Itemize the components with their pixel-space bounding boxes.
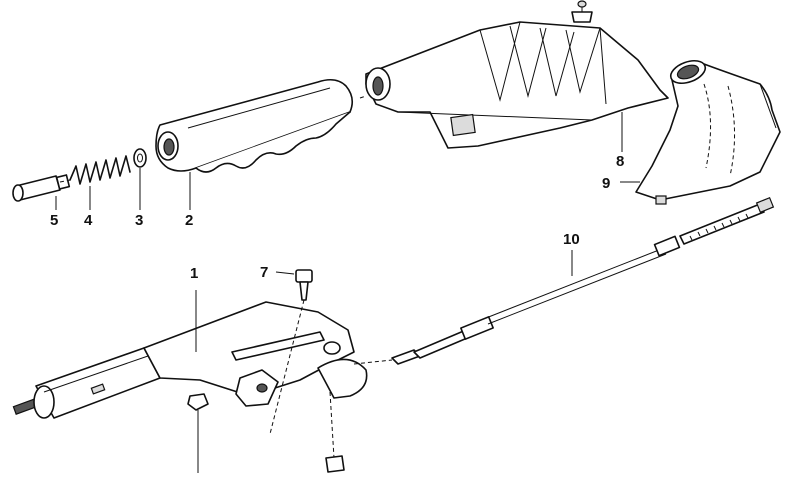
part-4-spring xyxy=(69,155,131,185)
part-2-handle-grip xyxy=(155,78,354,173)
part-8-boot-housing xyxy=(365,0,669,152)
callout-7: 7 xyxy=(260,264,268,281)
part-5-end-cap xyxy=(12,174,71,202)
callout-10: 10 xyxy=(563,231,580,248)
callout-1: 1 xyxy=(190,265,198,282)
part-9-gaiter-boot xyxy=(620,59,781,205)
callout-9: 9 xyxy=(602,175,610,192)
callout-3: 3 xyxy=(135,212,143,229)
callout-5: 5 xyxy=(50,212,58,229)
callout-8: 8 xyxy=(616,153,624,170)
callout-2: 2 xyxy=(185,212,193,229)
part-1-lever-assembly xyxy=(12,290,368,419)
assembly-line xyxy=(359,95,367,99)
part-3-washer xyxy=(133,148,147,168)
part-7-bolt xyxy=(269,269,313,435)
nut-fastener xyxy=(187,391,345,473)
part-10-cable xyxy=(391,196,775,365)
assembly-line xyxy=(353,359,393,365)
callout-4: 4 xyxy=(84,212,93,229)
assembly-line xyxy=(59,179,71,183)
